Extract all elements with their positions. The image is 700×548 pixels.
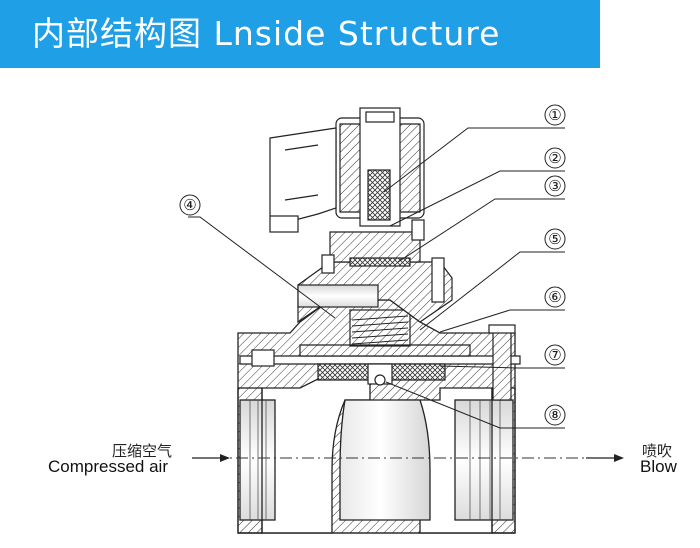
diaphragm-assembly xyxy=(239,309,521,401)
callout-5: ⑤ xyxy=(544,228,566,250)
callout-6: ⑥ xyxy=(544,286,566,308)
callout-2: ② xyxy=(544,147,566,169)
callout-7: ⑦ xyxy=(544,344,566,366)
callout-8: ⑧ xyxy=(544,404,566,426)
svg-text:②: ② xyxy=(548,149,561,167)
callout-4: ④ xyxy=(179,194,201,216)
inlet-label-en: Compressed air xyxy=(48,457,168,476)
outlet-label-cn: 喷吹 xyxy=(642,442,673,460)
inlet-label-cn: 压缩空气 xyxy=(112,442,173,460)
valve-structure-diagram: ① ② ③ ④ ⑤ ⑥ ⑦ xyxy=(179,104,624,534)
pilot-chamber xyxy=(297,219,453,324)
valve-body xyxy=(237,299,516,534)
svg-text:⑥: ⑥ xyxy=(548,288,561,306)
svg-text:⑤: ⑤ xyxy=(548,230,561,248)
svg-text:⑦: ⑦ xyxy=(548,346,561,364)
outlet-label-en: Blow xyxy=(640,457,677,476)
svg-text:①: ① xyxy=(548,106,561,124)
svg-text:⑧: ⑧ xyxy=(548,406,561,424)
svg-text:③: ③ xyxy=(548,177,561,195)
callout-markers: ① ② ③ ④ ⑤ ⑥ ⑦ xyxy=(179,104,566,426)
svg-text:④: ④ xyxy=(183,196,196,214)
solenoid-coil xyxy=(269,107,425,233)
inlet-arrow xyxy=(192,454,230,462)
callout-1: ① xyxy=(544,104,566,126)
callout-3: ③ xyxy=(544,175,566,197)
outlet-arrow xyxy=(586,454,624,462)
page-title: 内部结构图 Lnside Structure xyxy=(32,14,501,53)
title-banner: 内部结构图 Lnside Structure xyxy=(0,0,600,68)
callout-leaders xyxy=(188,127,565,429)
